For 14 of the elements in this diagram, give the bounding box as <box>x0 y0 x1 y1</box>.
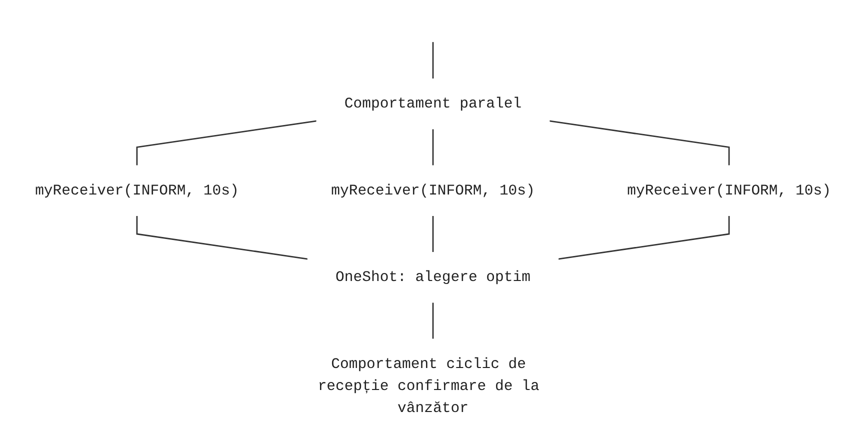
node-text: myReceiver(INFORM, 10s) <box>35 182 239 200</box>
connector <box>432 42 434 80</box>
connector <box>558 216 730 260</box>
connector <box>432 216 434 253</box>
node-text: Comportament paralel <box>344 96 522 112</box>
node-text: myReceiver(INFORM, 10s) <box>627 182 831 200</box>
connector <box>136 120 317 166</box>
node-text: OneShot: alegere optim <box>336 269 530 286</box>
connector <box>432 128 434 166</box>
connector <box>432 302 434 340</box>
connector <box>549 120 730 166</box>
node-text: myReceiver(INFORM, 10s) <box>331 182 535 200</box>
connector <box>136 216 308 260</box>
node-text: Comportament ciclic de recepție confirmare de la vânzător <box>318 356 540 417</box>
